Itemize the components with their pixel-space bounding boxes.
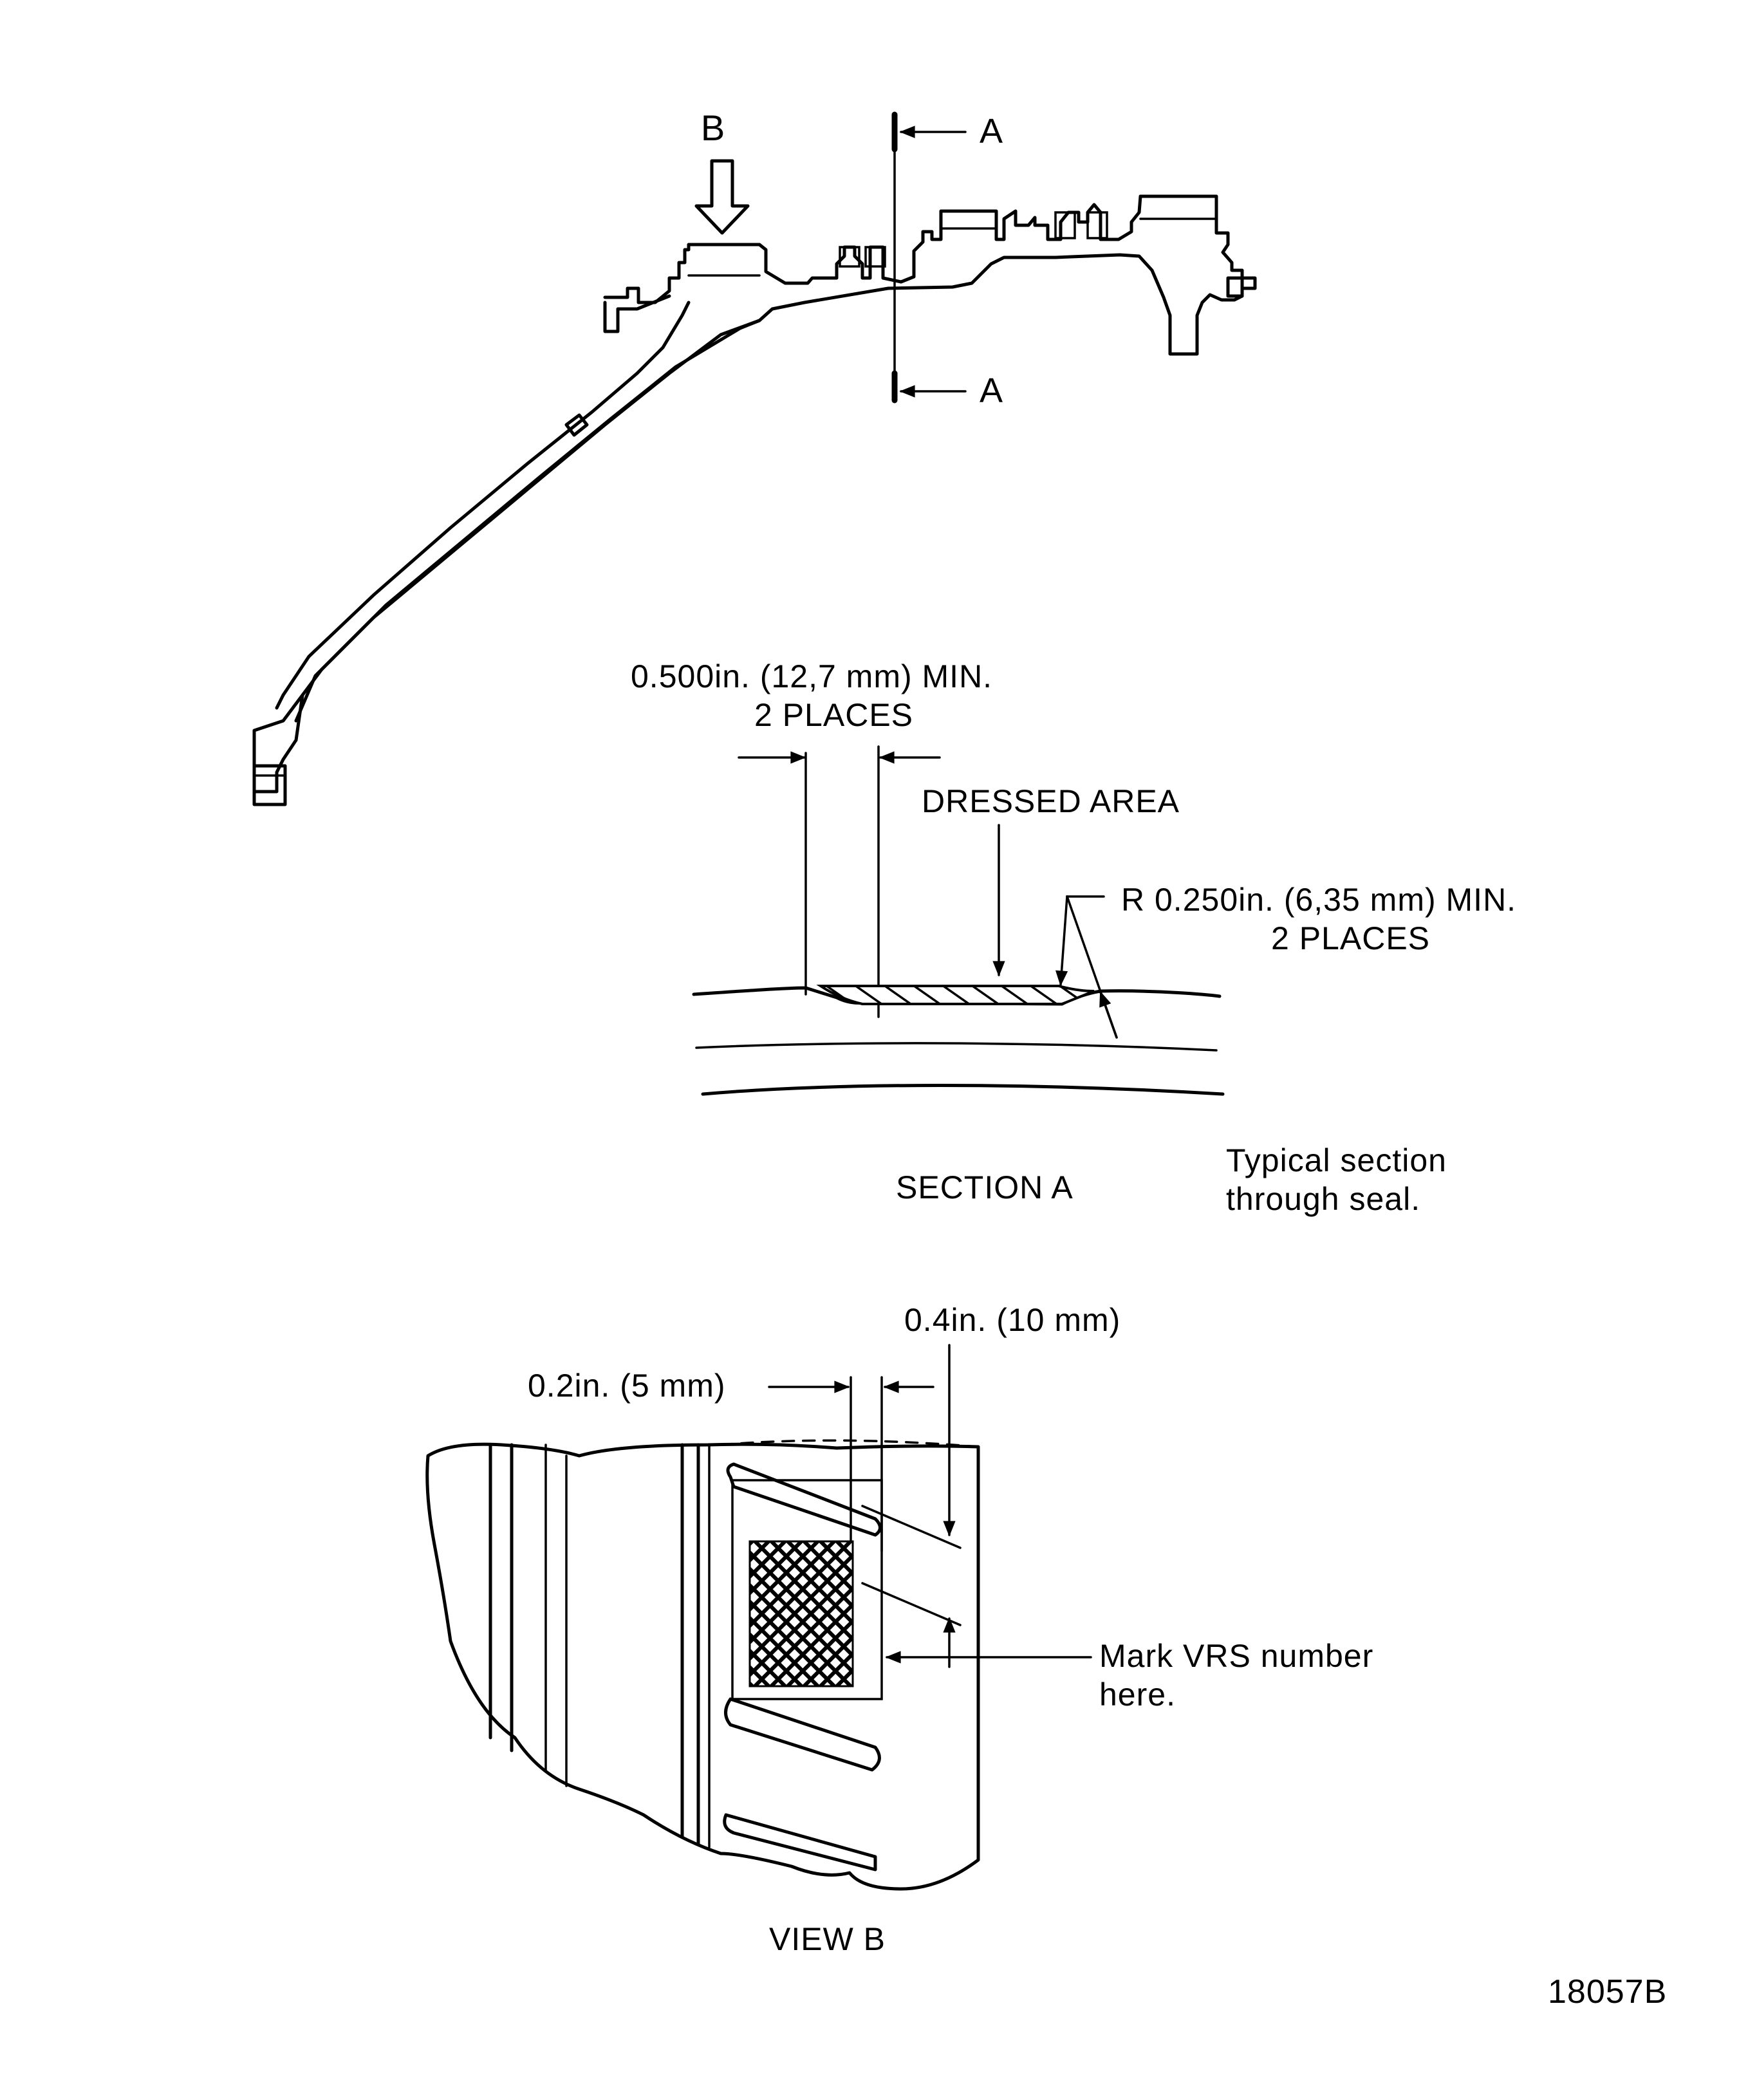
view-b-indicator-label: B [701, 107, 725, 148]
seal-cone-tab [564, 413, 589, 437]
view-b-part-outline [425, 1442, 980, 1891]
seal-cone-outer-wall [294, 319, 761, 723]
view-b-arrow-icon [694, 159, 750, 235]
dimension-0-4-label: 0.4in. (10 mm) [904, 1302, 1120, 1338]
view-b-break-line [720, 1439, 980, 1448]
seal-right-bolt [1226, 276, 1244, 298]
dressed-area-hatch [816, 985, 1095, 1005]
view-b-detail: 0.4in. (10 mm) 0.2in. (5 mm) Ma [425, 1302, 1373, 1957]
min-width-dimension-line2: 2 PLACES [754, 697, 913, 733]
section-surface-middle [695, 1042, 1218, 1052]
seal-overview: B A A [252, 107, 1257, 806]
dim-0-4-ext-bottom [861, 1582, 962, 1626]
dim-0-4-ext-top [861, 1505, 962, 1549]
min-width-dimension-line1: 0.500in. (12,7 mm) MIN. [631, 658, 992, 694]
slot-upper [726, 1462, 882, 1537]
section-a-title: SECTION A [896, 1169, 1074, 1205]
seal-left-hook [603, 294, 671, 333]
slot-bottom [723, 1813, 877, 1872]
section-a-marker-bottom: A [980, 371, 1003, 410]
slot-lower [724, 1697, 881, 1772]
radius-leader-arrow-icon [1099, 990, 1118, 1039]
vrs-mark-area [748, 1540, 854, 1687]
radius-label-line1: R 0.250in. (6,35 mm) MIN. [1121, 882, 1516, 918]
seal-teeth-left [839, 246, 886, 268]
section-a-marker-top: A [980, 112, 1003, 151]
section-note-line2: through seal. [1226, 1181, 1420, 1217]
view-b-title: VIEW B [769, 1921, 886, 1957]
section-surface-bottom [701, 1084, 1225, 1096]
slot-frame [731, 1479, 883, 1700]
dressed-area-label: DRESSED AREA [922, 783, 1180, 819]
radius-label-line2: 2 PLACES [1271, 920, 1430, 956]
section-note-line1: Typical section [1226, 1142, 1447, 1178]
dimension-0-2-label: 0.2in. (5 mm) [528, 1368, 726, 1404]
section-a-detail: 0.500in. (12,7 mm) MIN. 2 PLACES DRESSED… [631, 658, 1516, 1217]
seal-cone-inner-wall [275, 301, 691, 710]
mark-vrs-label-line2: here. [1099, 1677, 1176, 1713]
seal-foot-flange [252, 764, 287, 806]
figure-number: 18057B [1548, 1973, 1667, 2011]
seal-teeth-right [1054, 211, 1108, 239]
mark-vrs-label-line1: Mark VRS number [1099, 1638, 1373, 1674]
